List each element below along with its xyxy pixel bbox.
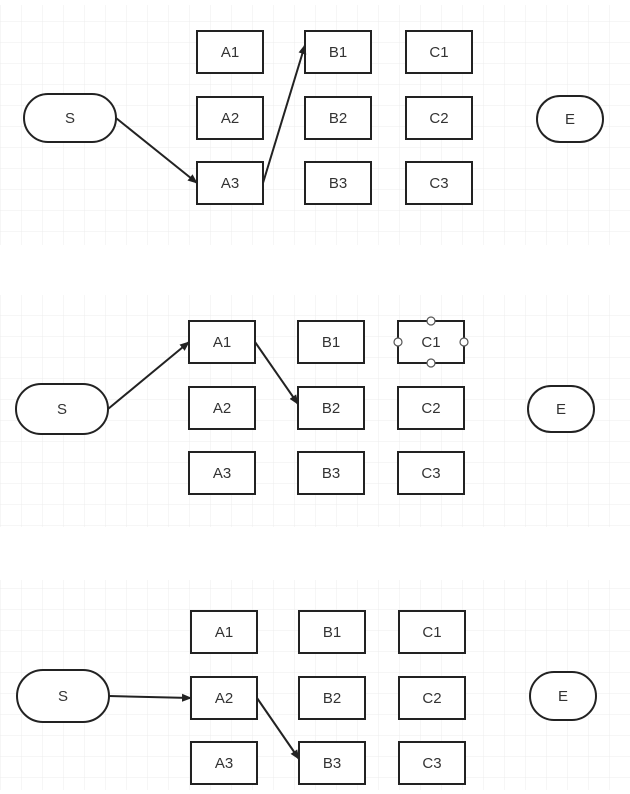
node-b1[interactable] <box>297 320 365 364</box>
arrow-s-to-a1 <box>107 341 190 410</box>
node-a2[interactable] <box>196 96 264 140</box>
selection-handle[interactable] <box>459 337 469 347</box>
node-a3-label: A3 <box>221 175 239 192</box>
node-c3-label: C3 <box>421 465 440 482</box>
start-node-label: S <box>57 401 67 418</box>
arrow-s-to-a3 <box>115 117 198 184</box>
node-a2[interactable] <box>188 386 256 430</box>
node-c1-label: C1 <box>422 624 441 641</box>
selection-handle[interactable] <box>393 337 403 347</box>
end-node-label: E <box>558 688 568 705</box>
node-b1-label: B1 <box>329 44 347 61</box>
node-a3[interactable] <box>188 451 256 495</box>
node-a1-label: A1 <box>221 44 239 61</box>
node-c1-label: C1 <box>421 334 440 351</box>
node-a3-label: A3 <box>213 465 231 482</box>
node-b2[interactable] <box>304 96 372 140</box>
node-b3[interactable] <box>298 741 366 785</box>
end-node-label: E <box>556 401 566 418</box>
node-b2-label: B2 <box>322 400 340 417</box>
node-b2-label: B2 <box>323 690 341 707</box>
selection-handle[interactable] <box>426 358 436 368</box>
node-a3[interactable] <box>196 161 264 205</box>
node-a2-label: A2 <box>213 400 231 417</box>
node-b3[interactable] <box>304 161 372 205</box>
start-node-label: S <box>65 110 75 127</box>
node-b1[interactable] <box>298 610 366 654</box>
node-a1[interactable] <box>188 320 256 364</box>
selection-handle[interactable] <box>426 316 436 326</box>
node-b1[interactable] <box>304 30 372 74</box>
node-c2-label: C2 <box>421 400 440 417</box>
node-c2[interactable] <box>398 676 466 720</box>
node-a3-label: A3 <box>215 755 233 772</box>
node-b2[interactable] <box>297 386 365 430</box>
end-node[interactable] <box>536 95 604 143</box>
end-node-label: E <box>565 111 575 128</box>
node-b3[interactable] <box>297 451 365 495</box>
end-node[interactable] <box>527 385 595 433</box>
node-c1[interactable] <box>405 30 473 74</box>
arrow-a2-to-b3 <box>256 697 300 760</box>
node-c2[interactable] <box>397 386 465 430</box>
node-a2-label: A2 <box>215 690 233 707</box>
arrow-a1-to-b2 <box>254 341 299 405</box>
node-a3[interactable] <box>190 741 258 785</box>
node-a1[interactable] <box>190 610 258 654</box>
node-c1[interactable] <box>398 610 466 654</box>
node-c3[interactable] <box>405 161 473 205</box>
start-node-label: S <box>58 688 68 705</box>
node-c2[interactable] <box>405 96 473 140</box>
node-b1-label: B1 <box>323 624 341 641</box>
node-a1-label: A1 <box>215 624 233 641</box>
node-b2[interactable] <box>298 676 366 720</box>
node-b1-label: B1 <box>322 334 340 351</box>
node-c3[interactable] <box>398 741 466 785</box>
node-b2-label: B2 <box>329 110 347 127</box>
arrow-a3-to-b1 <box>262 44 307 184</box>
node-c2-label: C2 <box>429 110 448 127</box>
node-c3-label: C3 <box>422 755 441 772</box>
node-c1-label: C1 <box>429 44 448 61</box>
node-c3[interactable] <box>397 451 465 495</box>
node-a2-label: A2 <box>221 110 239 127</box>
arrow-s-to-a2 <box>108 693 192 702</box>
node-c2-label: C2 <box>422 690 441 707</box>
node-c3-label: C3 <box>429 175 448 192</box>
node-a1[interactable] <box>196 30 264 74</box>
node-a2[interactable] <box>190 676 258 720</box>
node-a1-label: A1 <box>213 334 231 351</box>
node-b3-label: B3 <box>329 175 347 192</box>
node-b3-label: B3 <box>323 755 341 772</box>
end-node[interactable] <box>529 671 597 721</box>
node-b3-label: B3 <box>322 465 340 482</box>
